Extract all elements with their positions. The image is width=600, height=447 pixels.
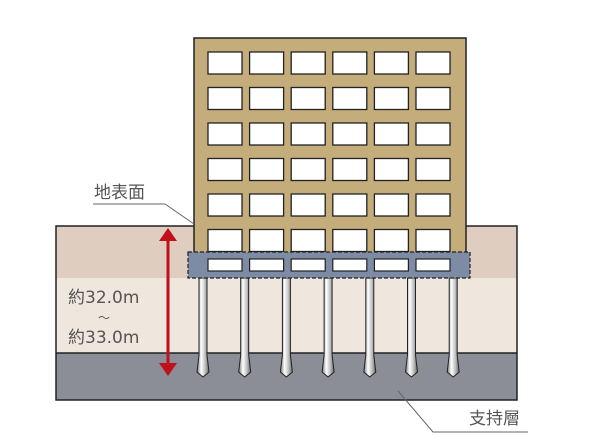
window bbox=[290, 86, 326, 111]
window bbox=[415, 122, 451, 146]
window bbox=[415, 193, 451, 217]
window bbox=[207, 193, 243, 217]
ground-surface-leader bbox=[93, 203, 195, 225]
bearing-layer-leader bbox=[397, 390, 528, 433]
window bbox=[248, 122, 285, 146]
window bbox=[207, 228, 243, 253]
window bbox=[290, 122, 326, 146]
depth-separator: ～ bbox=[98, 311, 110, 325]
window bbox=[290, 228, 326, 253]
window bbox=[207, 86, 243, 111]
window bbox=[373, 157, 410, 182]
window bbox=[290, 157, 326, 182]
building bbox=[193, 37, 467, 259]
ground-surface-label: 地表面 bbox=[94, 183, 145, 203]
window bbox=[332, 228, 368, 253]
pile bbox=[279, 277, 293, 378]
window bbox=[290, 193, 326, 217]
window bbox=[332, 51, 368, 75]
window bbox=[248, 193, 285, 217]
depth-min-label: 約32.0m bbox=[68, 288, 139, 308]
window bbox=[332, 157, 368, 182]
window bbox=[207, 122, 243, 146]
foundation-opening bbox=[332, 258, 368, 272]
window bbox=[332, 193, 368, 217]
window bbox=[248, 228, 285, 253]
pile bbox=[196, 277, 210, 378]
pile bbox=[321, 277, 335, 378]
foundation-openings bbox=[207, 258, 451, 272]
window bbox=[373, 122, 410, 146]
pile bbox=[446, 277, 460, 378]
piles bbox=[196, 277, 460, 378]
depth-max-label: 約33.0m bbox=[68, 328, 139, 348]
window bbox=[415, 228, 451, 253]
pile bbox=[363, 277, 377, 378]
foundation-opening bbox=[415, 258, 451, 272]
depth-arrow bbox=[159, 228, 177, 376]
foundation-opening bbox=[290, 258, 326, 272]
pile bbox=[404, 277, 419, 378]
foundation-opening bbox=[207, 258, 243, 272]
window bbox=[415, 51, 451, 75]
window bbox=[415, 157, 451, 182]
window bbox=[373, 228, 410, 253]
window bbox=[248, 51, 285, 75]
window bbox=[248, 86, 285, 111]
foundation-opening bbox=[373, 258, 409, 272]
window bbox=[373, 193, 410, 217]
window bbox=[207, 157, 243, 182]
window bbox=[248, 157, 285, 182]
window bbox=[415, 86, 451, 111]
bearing-layer-label: 支持層 bbox=[469, 409, 520, 429]
pile bbox=[238, 277, 252, 378]
window bbox=[332, 122, 368, 146]
window bbox=[290, 51, 326, 75]
window bbox=[373, 51, 410, 75]
window bbox=[332, 86, 368, 111]
window bbox=[373, 86, 410, 111]
window bbox=[207, 51, 243, 75]
foundation-opening bbox=[249, 258, 285, 272]
building-windows bbox=[207, 51, 451, 253]
